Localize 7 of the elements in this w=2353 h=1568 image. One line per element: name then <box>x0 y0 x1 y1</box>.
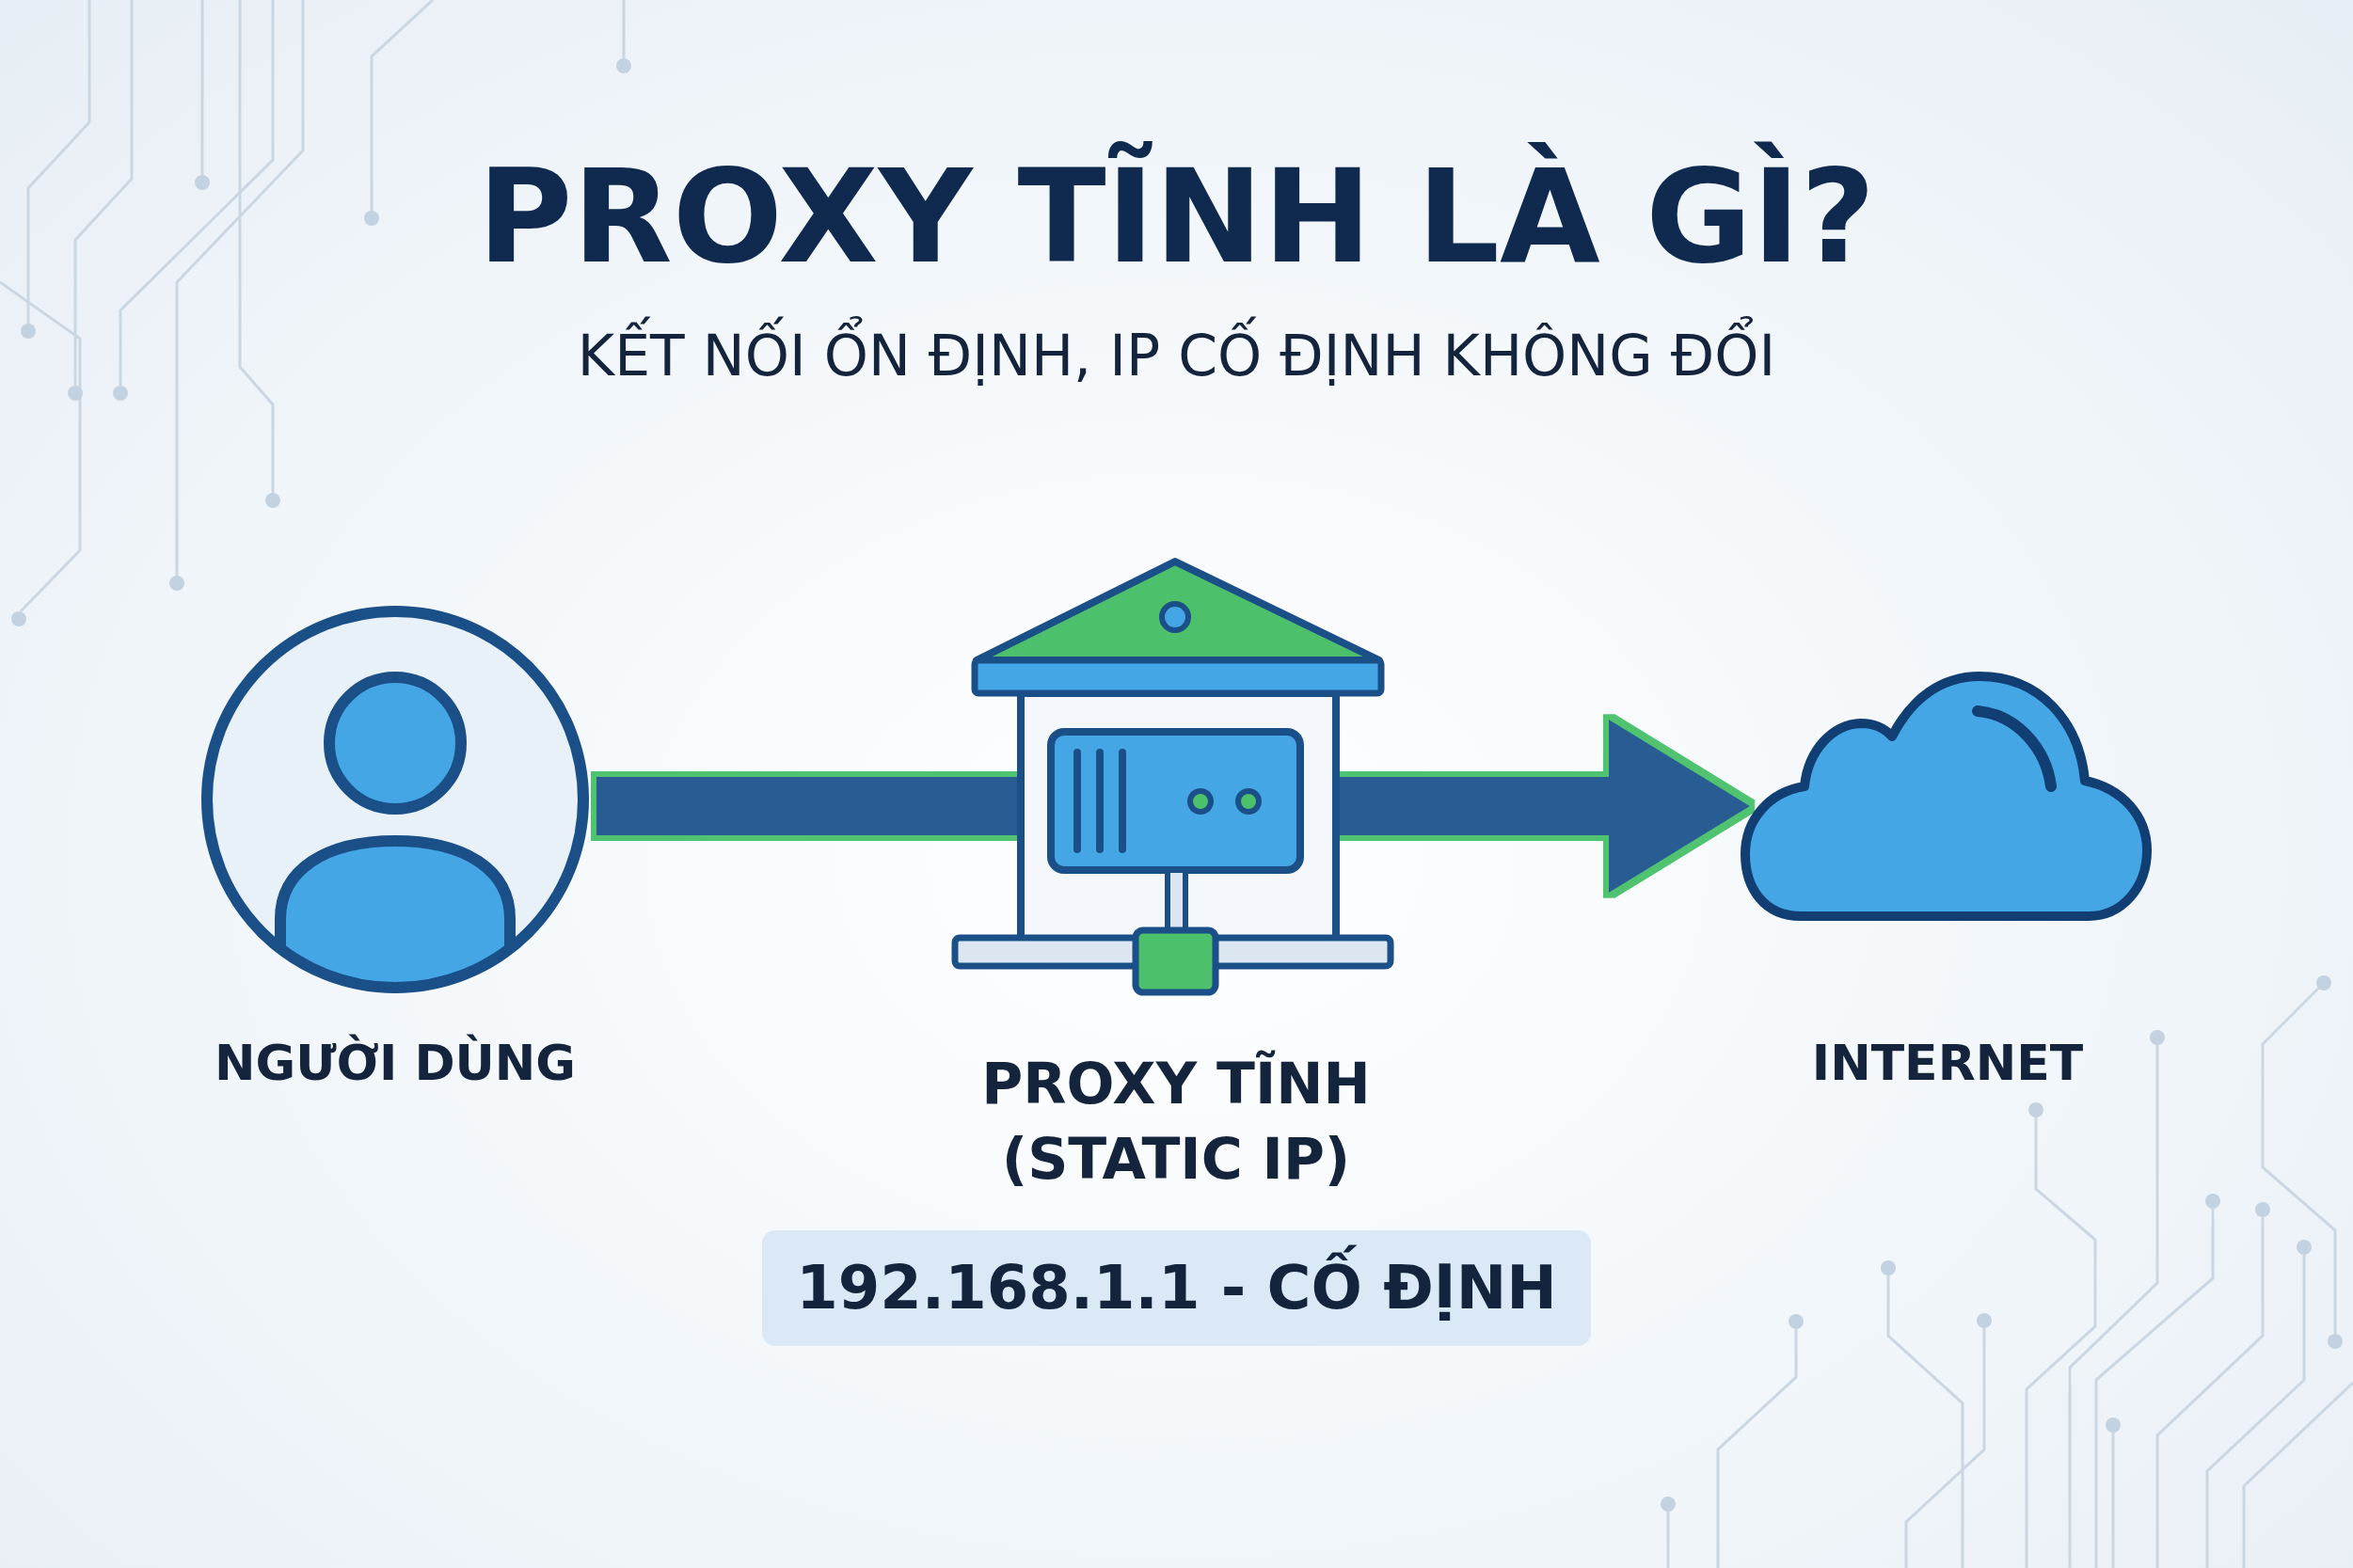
connector-line <box>596 777 1019 835</box>
node-label: PROXY TĨNH (STATIC IP) <box>980 1049 1372 1194</box>
ip-address-tag: 192.168.1.1 - CỐ ĐỊNH <box>762 1230 1591 1346</box>
node-label: NGƯỜI DÙNG <box>214 1034 577 1092</box>
title: PROXY TĨNH LÀ GÌ? <box>477 140 1876 294</box>
node-label: INTERNET <box>1811 1034 2084 1092</box>
subtitle: KẾT NỐI ỔN ĐỊNH, IP CỐ ĐỊNH KHÔNG ĐỔI <box>577 311 1776 400</box>
